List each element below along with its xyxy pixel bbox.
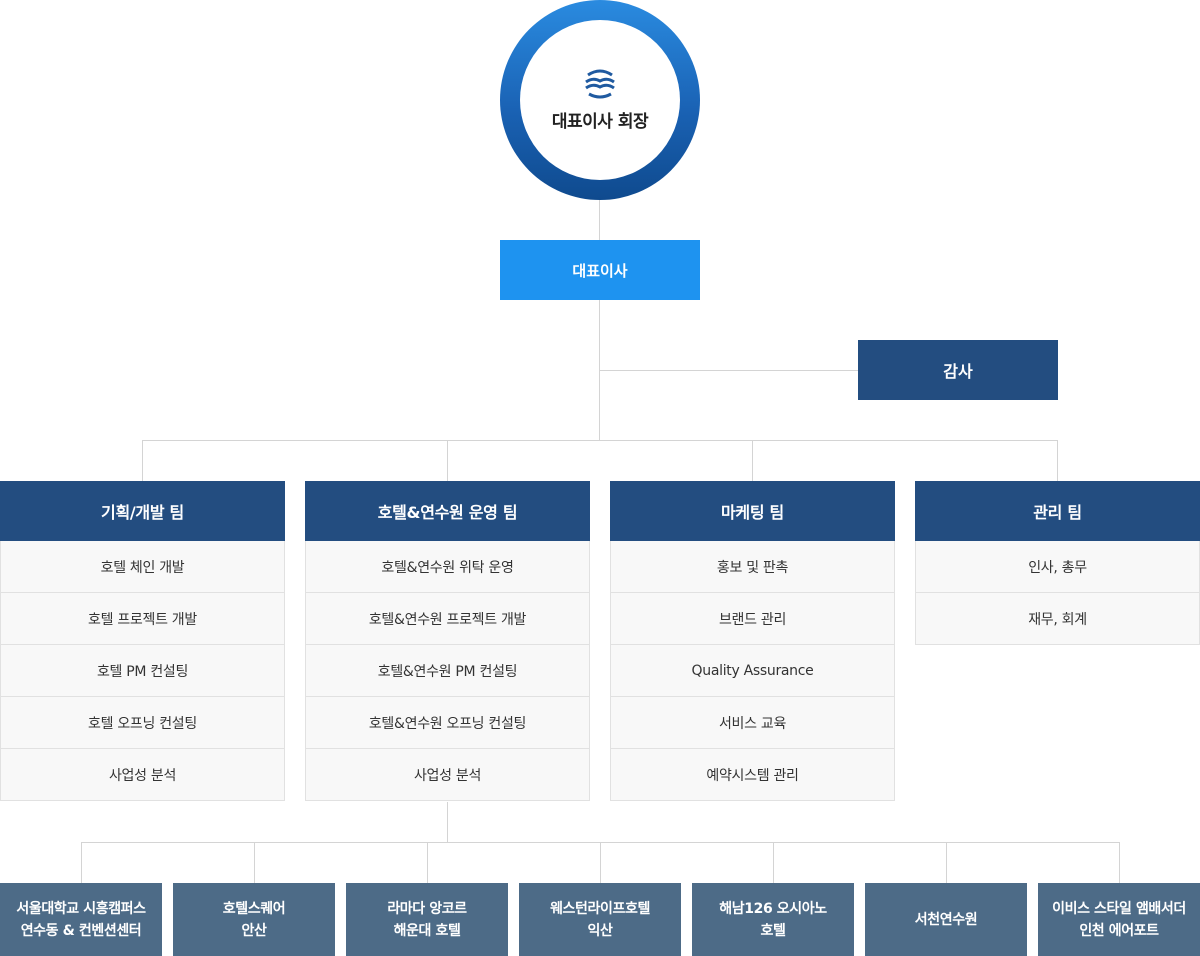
hotel-name-line: 호텔스퀘어 [222, 900, 286, 917]
hotel-box-3: 라마다 앙코르 해운대 호텔 [346, 883, 508, 956]
ceo-circle-inner: 대표이사 회장 [520, 20, 680, 180]
hotel-name-line: 익산 [587, 922, 613, 939]
team-item: 호텔 체인 개발 [0, 541, 285, 593]
hotel-name-line: 서울대학교 시흥캠퍼스 [16, 900, 146, 917]
hotel-name-line: 연수동 & 컨벤션센터 [20, 922, 142, 939]
team-planning-development: 기획/개발 팀 호텔 체인 개발 호텔 프로젝트 개발 호텔 PM 컨설팅 호텔… [0, 481, 285, 801]
hotel-box-4: 웨스턴라이프호텔 익산 [519, 883, 681, 956]
ceo-office-box: 대표이사 [500, 240, 700, 300]
audit-box: 감사 [858, 340, 1058, 400]
team-management: 관리 팀 인사, 총무 재무, 회계 [915, 481, 1200, 645]
connector-ceo-to-office [599, 200, 600, 240]
team-header: 관리 팀 [915, 481, 1200, 541]
hotel-name-line: 해운대 호텔 [393, 922, 461, 939]
team-item: 사업성 분석 [0, 749, 285, 801]
team-item: 인사, 총무 [915, 541, 1200, 593]
connector-ops-to-hotels [447, 802, 448, 842]
connector-teams-horizontal [142, 440, 1058, 441]
team-item: 호텔&연수원 PM 컨설팅 [305, 645, 590, 697]
connector-audit-branch [600, 370, 858, 371]
team-item: 호텔 PM 컨설팅 [0, 645, 285, 697]
hotel-name-line: 호텔 [760, 922, 786, 939]
hotel-box-2: 호텔스퀘어 안산 [173, 883, 335, 956]
hotel-box-1: 서울대학교 시흥캠퍼스 연수동 & 컨벤션센터 [0, 883, 162, 956]
team-item: 재무, 회계 [915, 593, 1200, 645]
team-header: 마케팅 팀 [610, 481, 895, 541]
connector-hotel-6 [946, 842, 947, 883]
team-item: 사업성 분석 [305, 749, 590, 801]
hotel-box-5: 해남126 오시아노 호텔 [692, 883, 854, 956]
hotel-box-6: 서천연수원 [865, 883, 1027, 956]
team-item: Quality Assurance [610, 645, 895, 697]
connector-hotel-1 [81, 842, 82, 883]
team-item: 호텔&연수원 위탁 운영 [305, 541, 590, 593]
team-marketing: 마케팅 팀 홍보 및 판촉 브랜드 관리 Quality Assurance 서… [610, 481, 895, 801]
team-header: 호텔&연수원 운영 팀 [305, 481, 590, 541]
hotel-name-line: 이비스 스타일 앰배서더 [1052, 900, 1186, 917]
connector-team-3 [752, 440, 753, 481]
hotel-name-line: 안산 [241, 922, 267, 939]
connector-hotel-3 [427, 842, 428, 883]
connector-team-1 [142, 440, 143, 481]
hotel-name-line: 라마다 앙코르 [387, 900, 467, 917]
team-item: 호텔&연수원 오프닝 컨설팅 [305, 697, 590, 749]
team-item: 호텔 프로젝트 개발 [0, 593, 285, 645]
team-item: 호텔 오프닝 컨설팅 [0, 697, 285, 749]
connector-office-to-teams [599, 300, 600, 440]
team-item: 예약시스템 관리 [610, 749, 895, 801]
team-hotel-operations: 호텔&연수원 운영 팀 호텔&연수원 위탁 운영 호텔&연수원 프로젝트 개발 … [305, 481, 590, 801]
connector-hotel-4 [600, 842, 601, 883]
connector-hotel-2 [254, 842, 255, 883]
connector-team-4 [1057, 440, 1058, 481]
hotel-name-line: 해남126 오시아노 [719, 900, 827, 917]
ceo-circle: 대표이사 회장 [500, 0, 700, 200]
team-item: 서비스 교육 [610, 697, 895, 749]
team-item: 홍보 및 판촉 [610, 541, 895, 593]
hotel-name-line: 서천연수원 [914, 911, 978, 928]
team-header: 기획/개발 팀 [0, 481, 285, 541]
ceo-title: 대표이사 회장 [551, 111, 649, 132]
team-item: 호텔&연수원 프로젝트 개발 [305, 593, 590, 645]
connector-hotel-5 [773, 842, 774, 883]
hotel-name-line: 웨스턴라이프호텔 [550, 900, 650, 917]
wave-logo-icon [585, 69, 615, 98]
team-item: 브랜드 관리 [610, 593, 895, 645]
hotel-box-7: 이비스 스타일 앰배서더 인천 에어포트 [1038, 883, 1200, 956]
connector-hotel-7 [1119, 842, 1120, 883]
hotel-name-line: 인천 에어포트 [1079, 922, 1159, 939]
connector-team-2 [447, 440, 448, 481]
